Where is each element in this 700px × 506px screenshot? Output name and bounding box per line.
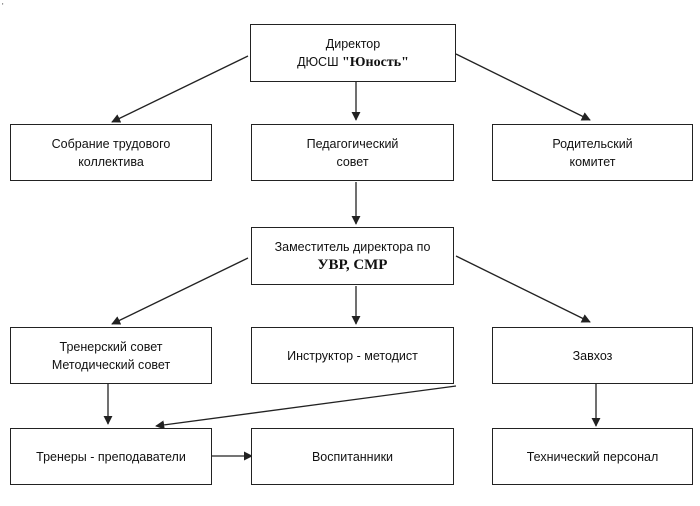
instructor-box: Инструктор - методист <box>251 327 454 384</box>
supply-manager-box: Завхоз <box>492 327 693 384</box>
director-org: ДЮСШ "Юность" <box>297 53 409 72</box>
director-box: Директор ДЮСШ "Юность" <box>250 24 456 82</box>
deputy-line1: Заместитель директора по <box>274 240 431 254</box>
director-org-name: "Юность" <box>342 54 409 70</box>
supply-manager-label: Завхоз <box>572 348 613 363</box>
pupils-label: Воспитанники <box>311 449 394 464</box>
labor-meeting-line2: коллектива <box>78 154 144 169</box>
parent-committee-line2: комитет <box>569 154 616 169</box>
parent-committee-line1: Родительский <box>552 136 633 151</box>
instructor-label: Инструктор - методист <box>287 348 418 363</box>
arrow-instructor-to-coaches <box>155 385 457 430</box>
deputy-box: Заместитель директора по УВР, СМР <box>251 227 454 285</box>
corner-mark: ' <box>2 2 4 11</box>
tech-staff-box: Технический персонал <box>492 428 693 485</box>
pupils-box: Воспитанники <box>251 428 454 485</box>
deputy-line2: УВР, СМР <box>317 257 388 273</box>
director-title: Директор <box>325 36 381 51</box>
ped-council-box: Педагогический совет <box>251 124 454 181</box>
arrow-director-to-labor-meeting <box>111 55 249 123</box>
coaches-label: Тренеры - преподаватели <box>36 449 186 464</box>
labor-meeting-line1: Собрание трудового <box>51 136 171 151</box>
arrow-director-to-parent-committee <box>455 53 591 121</box>
coach-council-line1: Тренерский совет <box>59 339 163 354</box>
arrow-deputy-to-coach-council <box>111 257 249 325</box>
ped-council-line2: совет <box>336 154 369 169</box>
labor-meeting-box: Собрание трудового коллектива <box>10 124 212 181</box>
director-org-abbr: ДЮСШ <box>297 54 339 69</box>
arrow-deputy-to-supply-manager <box>455 255 591 323</box>
coaches-box: Тренеры - преподаватели <box>10 428 212 485</box>
coach-council-line2: Методический совет <box>51 357 171 372</box>
tech-staff-label: Технический персонал <box>526 449 659 464</box>
coach-council-box: Тренерский совет Методический совет <box>10 327 212 384</box>
ped-council-line1: Педагогический <box>306 136 399 151</box>
parent-committee-box: Родительский комитет <box>492 124 693 181</box>
